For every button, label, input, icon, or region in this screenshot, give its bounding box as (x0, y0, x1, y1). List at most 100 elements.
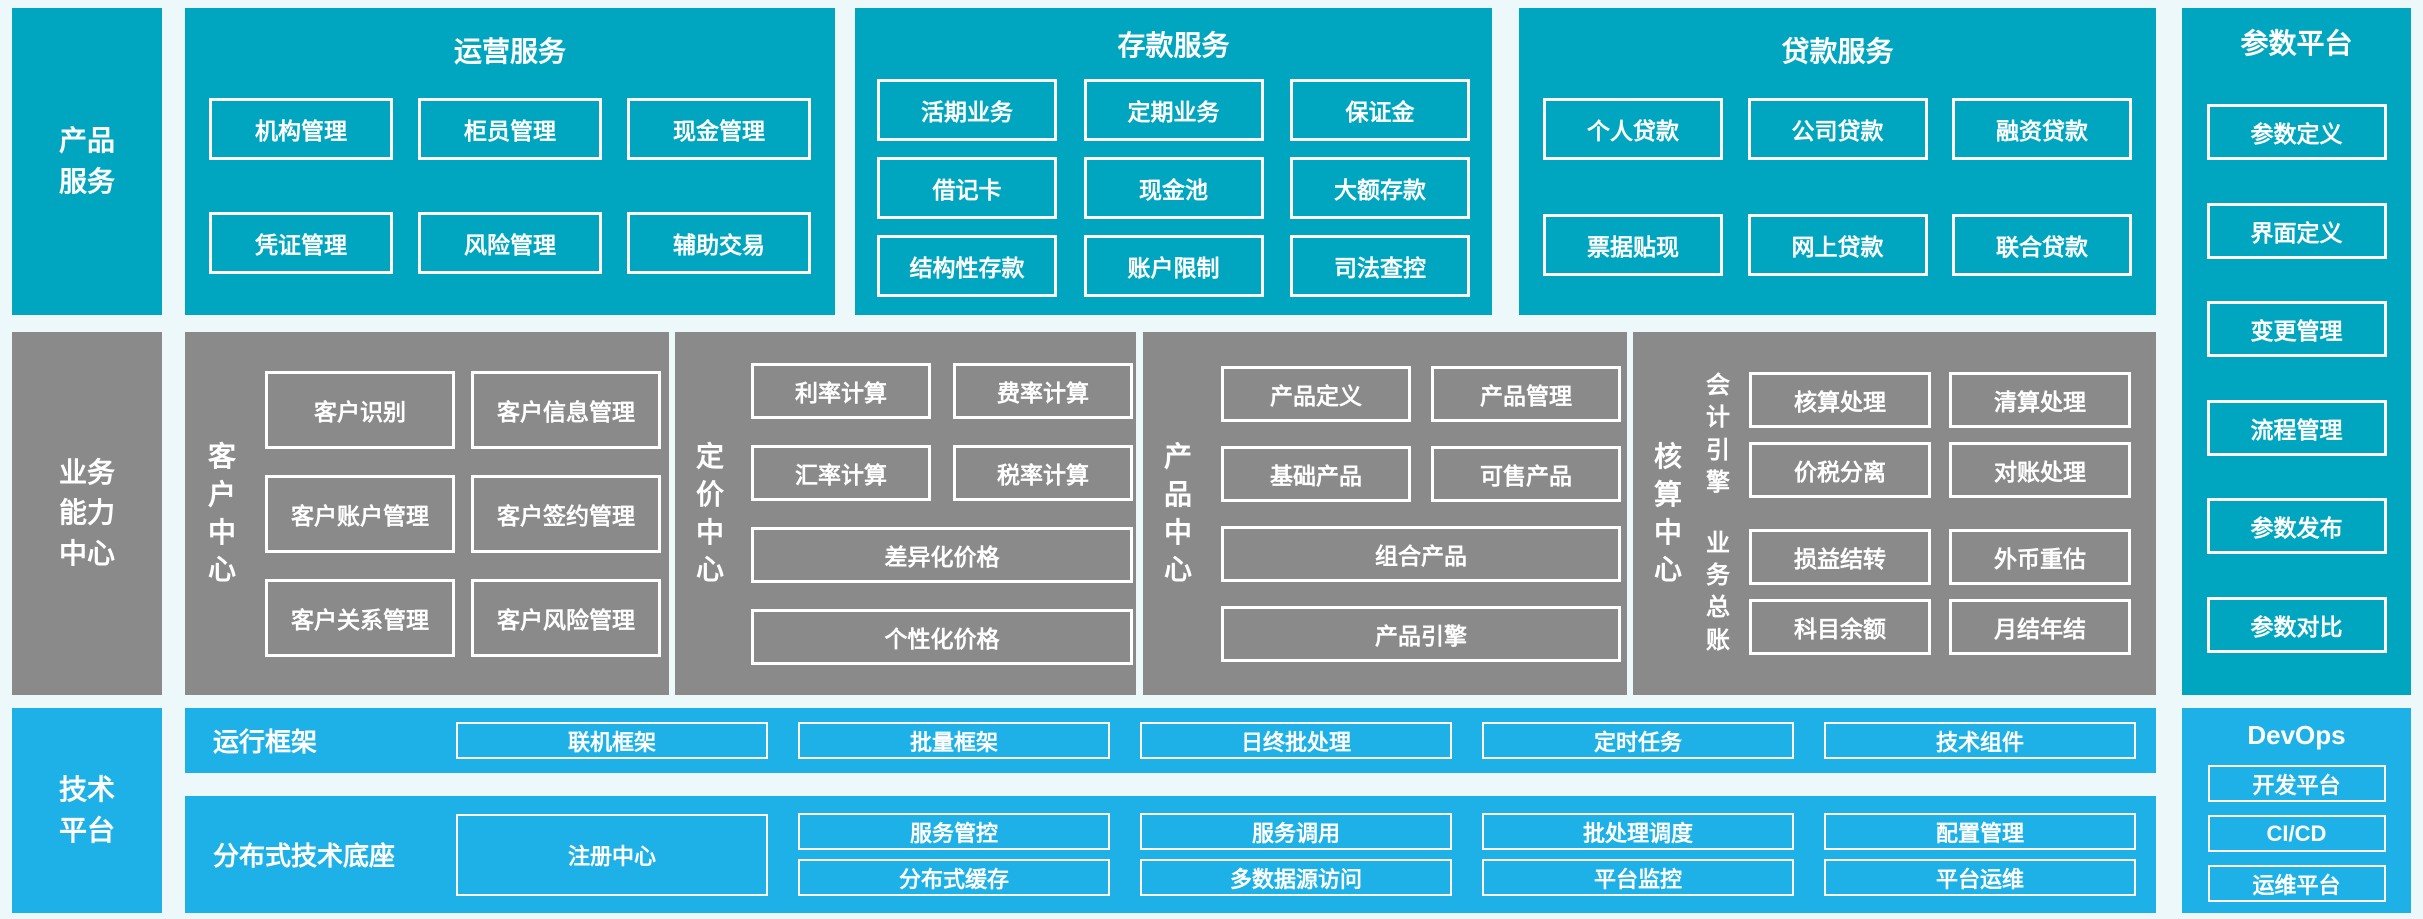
parameter-item-box: 变更管理 (2206, 301, 2387, 358)
operation-services-title: 运营服务 (453, 36, 566, 67)
runtime-component-box: 技术组件 (1824, 722, 2136, 759)
distributed-base-grid-row1: 服务管控服务调用批处理调度配置管理 (798, 813, 2136, 850)
operation-service-box: 凭证管理 (209, 212, 393, 274)
accounting-capability-box: 核算处理 (1749, 371, 1931, 428)
deposit-services-section: 存款服务 活期业务定期业务保证金借记卡现金池大额存款结构性存款账户限制司法查控 (855, 8, 1492, 315)
loan-services-title: 贷款服务 (1781, 36, 1894, 67)
accounting-engine-group: 会 计 引 擎 核算处理清算处理价税分离对账处理 (1701, 370, 2131, 500)
product-center-section: 产 品 中 心 产品定义产品管理基础产品可售产品 组合产品 产品引擎 (1143, 332, 1627, 695)
loan-service-box: 个人贷款 (1543, 98, 1723, 160)
distributed-component-box: 批处理调度 (1482, 813, 1794, 850)
product-wide-box-2: 产品引擎 (1221, 605, 1621, 662)
pricing-wide-box-1: 差异化价格 (751, 526, 1133, 583)
customer-center-section: 客 户 中 心 客户识别客户信息管理客户账户管理客户签约管理客户关系管理客户风险… (185, 332, 669, 695)
distributed-base-grid-row2: 分布式缓存多数据源访问平台监控平台运维 (798, 859, 2136, 896)
parameter-platform-list: 参数定义界面定义变更管理流程管理参数发布参数对比 (2182, 62, 2411, 695)
operation-service-box: 柜员管理 (418, 98, 602, 160)
devops-item-box: 运维平台 (2207, 865, 2386, 902)
parameter-item-box: 参数发布 (2206, 498, 2387, 555)
runtime-framework-label: 运行框架 (213, 727, 318, 757)
deposit-service-box: 定期业务 (1083, 79, 1264, 141)
parameter-item-box: 参数定义 (2206, 104, 2387, 161)
runtime-component-box: 日终批处理 (1140, 722, 1452, 759)
runtime-component-box: 定时任务 (1482, 722, 1794, 759)
loan-services-grid: 个人贷款公司贷款融资贷款票据贴现网上贷款联合贷款 (1519, 98, 2156, 276)
loan-service-box: 公司贷款 (1747, 98, 1928, 160)
devops-item-box: CI/CD (2207, 815, 2386, 852)
distributed-base-grid: 服务管控服务调用批处理调度配置管理 分布式缓存多数据源访问平台监控平台运维 (798, 813, 2136, 896)
loan-service-box: 网上贷款 (1747, 214, 1928, 276)
customer-center-grid: 客户识别客户信息管理客户账户管理客户签约管理客户关系管理客户风险管理 (265, 370, 661, 657)
row-label-business-capability: 业务 能力 中心 (12, 332, 162, 695)
deposit-service-box: 借记卡 (877, 157, 1057, 219)
operation-service-box: 现金管理 (627, 98, 811, 160)
ledger-capability-box: 科目余额 (1749, 599, 1931, 656)
ledger-capability-box: 损益结转 (1749, 529, 1931, 586)
parameter-item-box: 界面定义 (2206, 202, 2387, 259)
parameter-platform-title: 参数平台 (2240, 28, 2353, 59)
pricing-capability-box: 利率计算 (751, 362, 931, 419)
business-ledger-label: 业 务 总 账 (1706, 529, 1730, 654)
customer-capability-box: 客户信息管理 (471, 370, 661, 449)
product-capability-box: 产品管理 (1431, 365, 1621, 422)
deposit-service-box: 大额存款 (1290, 157, 1470, 219)
loan-service-box: 融资贷款 (1952, 98, 2132, 160)
distributed-component-box: 配置管理 (1824, 813, 2136, 850)
accounting-engine-label: 会 计 引 擎 (1706, 371, 1730, 497)
customer-capability-box: 客户账户管理 (265, 474, 455, 553)
deposit-services-grid: 活期业务定期业务保证金借记卡现金池大额存款结构性存款账户限制司法查控 (855, 79, 1492, 297)
pricing-wide-box-2: 个性化价格 (751, 608, 1133, 665)
deposit-service-box: 结构性存款 (877, 235, 1057, 297)
distributed-component-box: 服务管控 (798, 813, 1110, 850)
registry-center-box: 注册中心 (456, 813, 768, 896)
customer-capability-box: 客户风险管理 (471, 578, 661, 657)
accounting-center-label: 核 算 中 心 (1653, 440, 1682, 586)
operation-service-box: 辅助交易 (627, 212, 811, 274)
runtime-component-box: 批量框架 (798, 722, 1110, 759)
accounting-engine-grid: 核算处理清算处理价税分离对账处理 (1749, 371, 2131, 498)
operation-services-section: 运营服务 机构管理柜员管理现金管理凭证管理风险管理辅助交易 (185, 8, 835, 315)
product-center-label: 产 品 中 心 (1163, 440, 1192, 586)
deposit-service-box: 现金池 (1083, 157, 1264, 219)
product-capability-box: 可售产品 (1431, 445, 1621, 502)
pricing-center-label: 定 价 中 心 (695, 440, 724, 586)
distributed-base-label: 分布式技术底座 (213, 841, 396, 871)
deposit-service-box: 账户限制 (1083, 235, 1264, 297)
accounting-capability-box: 对账处理 (1949, 441, 2131, 498)
runtime-framework-list: 联机框架批量框架日终批处理定时任务技术组件 (456, 722, 2136, 759)
row-label-tech-platform: 技术 平台 (12, 708, 162, 913)
operation-services-grid: 机构管理柜员管理现金管理凭证管理风险管理辅助交易 (185, 98, 835, 274)
parameter-item-box: 参数对比 (2206, 596, 2387, 653)
pricing-capability-box: 汇率计算 (751, 444, 931, 501)
distributed-component-box: 多数据源访问 (1140, 859, 1452, 896)
business-ledger-grid: 损益结转外币重估科目余额月结年结 (1749, 529, 2131, 656)
deposit-service-box: 司法查控 (1290, 235, 1470, 297)
accounting-capability-box: 价税分离 (1749, 441, 1931, 498)
loan-services-section: 贷款服务 个人贷款公司贷款融资贷款票据贴现网上贷款联合贷款 (1519, 8, 2156, 315)
devops-title: DevOps (2247, 720, 2346, 750)
runtime-framework-row: 运行框架 联机框架批量框架日终批处理定时任务技术组件 (185, 708, 2156, 773)
accounting-capability-box: 清算处理 (1949, 371, 2131, 428)
business-ledger-group: 业 务 总 账 损益结转外币重估科目余额月结年结 (1701, 528, 2131, 658)
loan-service-box: 联合贷款 (1952, 214, 2132, 276)
distributed-component-box: 平台运维 (1824, 859, 2136, 896)
operation-service-box: 风险管理 (418, 212, 602, 274)
customer-capability-box: 客户关系管理 (265, 578, 455, 657)
row-label-tech-platform-text: 技术 平台 (58, 773, 115, 846)
row-label-product-services-text: 产品 服务 (58, 124, 115, 197)
product-capability-box: 基础产品 (1221, 445, 1411, 502)
pricing-capability-box: 税率计算 (953, 444, 1133, 501)
deposit-services-title: 存款服务 (1117, 30, 1230, 61)
product-wide-box-1: 组合产品 (1221, 525, 1621, 582)
distributed-component-box: 服务调用 (1140, 813, 1452, 850)
deposit-service-box: 保证金 (1290, 79, 1470, 141)
product-center-grid: 产品定义产品管理基础产品可售产品 (1221, 365, 1621, 502)
distributed-component-box: 平台监控 (1482, 859, 1794, 896)
pricing-center-section: 定 价 中 心 利率计算费率计算汇率计算税率计算 差异化价格 个性化价格 (675, 332, 1136, 695)
loan-service-box: 票据贴现 (1543, 214, 1723, 276)
distributed-base-row: 分布式技术底座 注册中心 服务管控服务调用批处理调度配置管理 分布式缓存多数据源… (185, 796, 2156, 913)
ledger-capability-box: 月结年结 (1949, 599, 2131, 656)
runtime-component-box: 联机框架 (456, 722, 768, 759)
